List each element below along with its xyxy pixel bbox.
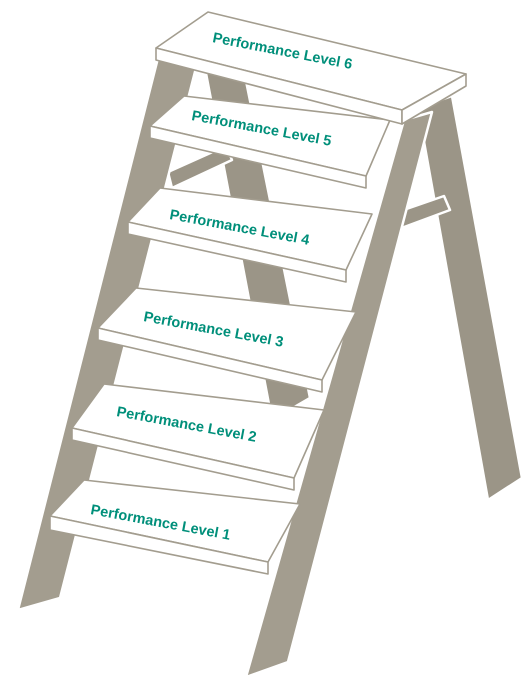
front-right-rail (244, 110, 434, 679)
left-cross-brace (166, 144, 234, 190)
step-3-front (97, 327, 323, 393)
step-1-front (49, 515, 269, 575)
step-4[interactable]: Performance Level 4 (127, 187, 373, 283)
back-right-leg (416, 94, 523, 502)
step-6[interactable]: Performance Level 6 (155, 11, 467, 125)
step-2[interactable]: Performance Level 2 (71, 383, 325, 491)
step-4-front (127, 221, 347, 283)
step-5[interactable]: Performance Level 5 (149, 95, 391, 189)
step-5-front (149, 125, 367, 189)
step-6-side (401, 73, 467, 125)
step-3[interactable]: Performance Level 3 (97, 287, 357, 393)
step-2-front (71, 427, 295, 491)
step-1[interactable]: Performance Level 1 (49, 479, 301, 575)
